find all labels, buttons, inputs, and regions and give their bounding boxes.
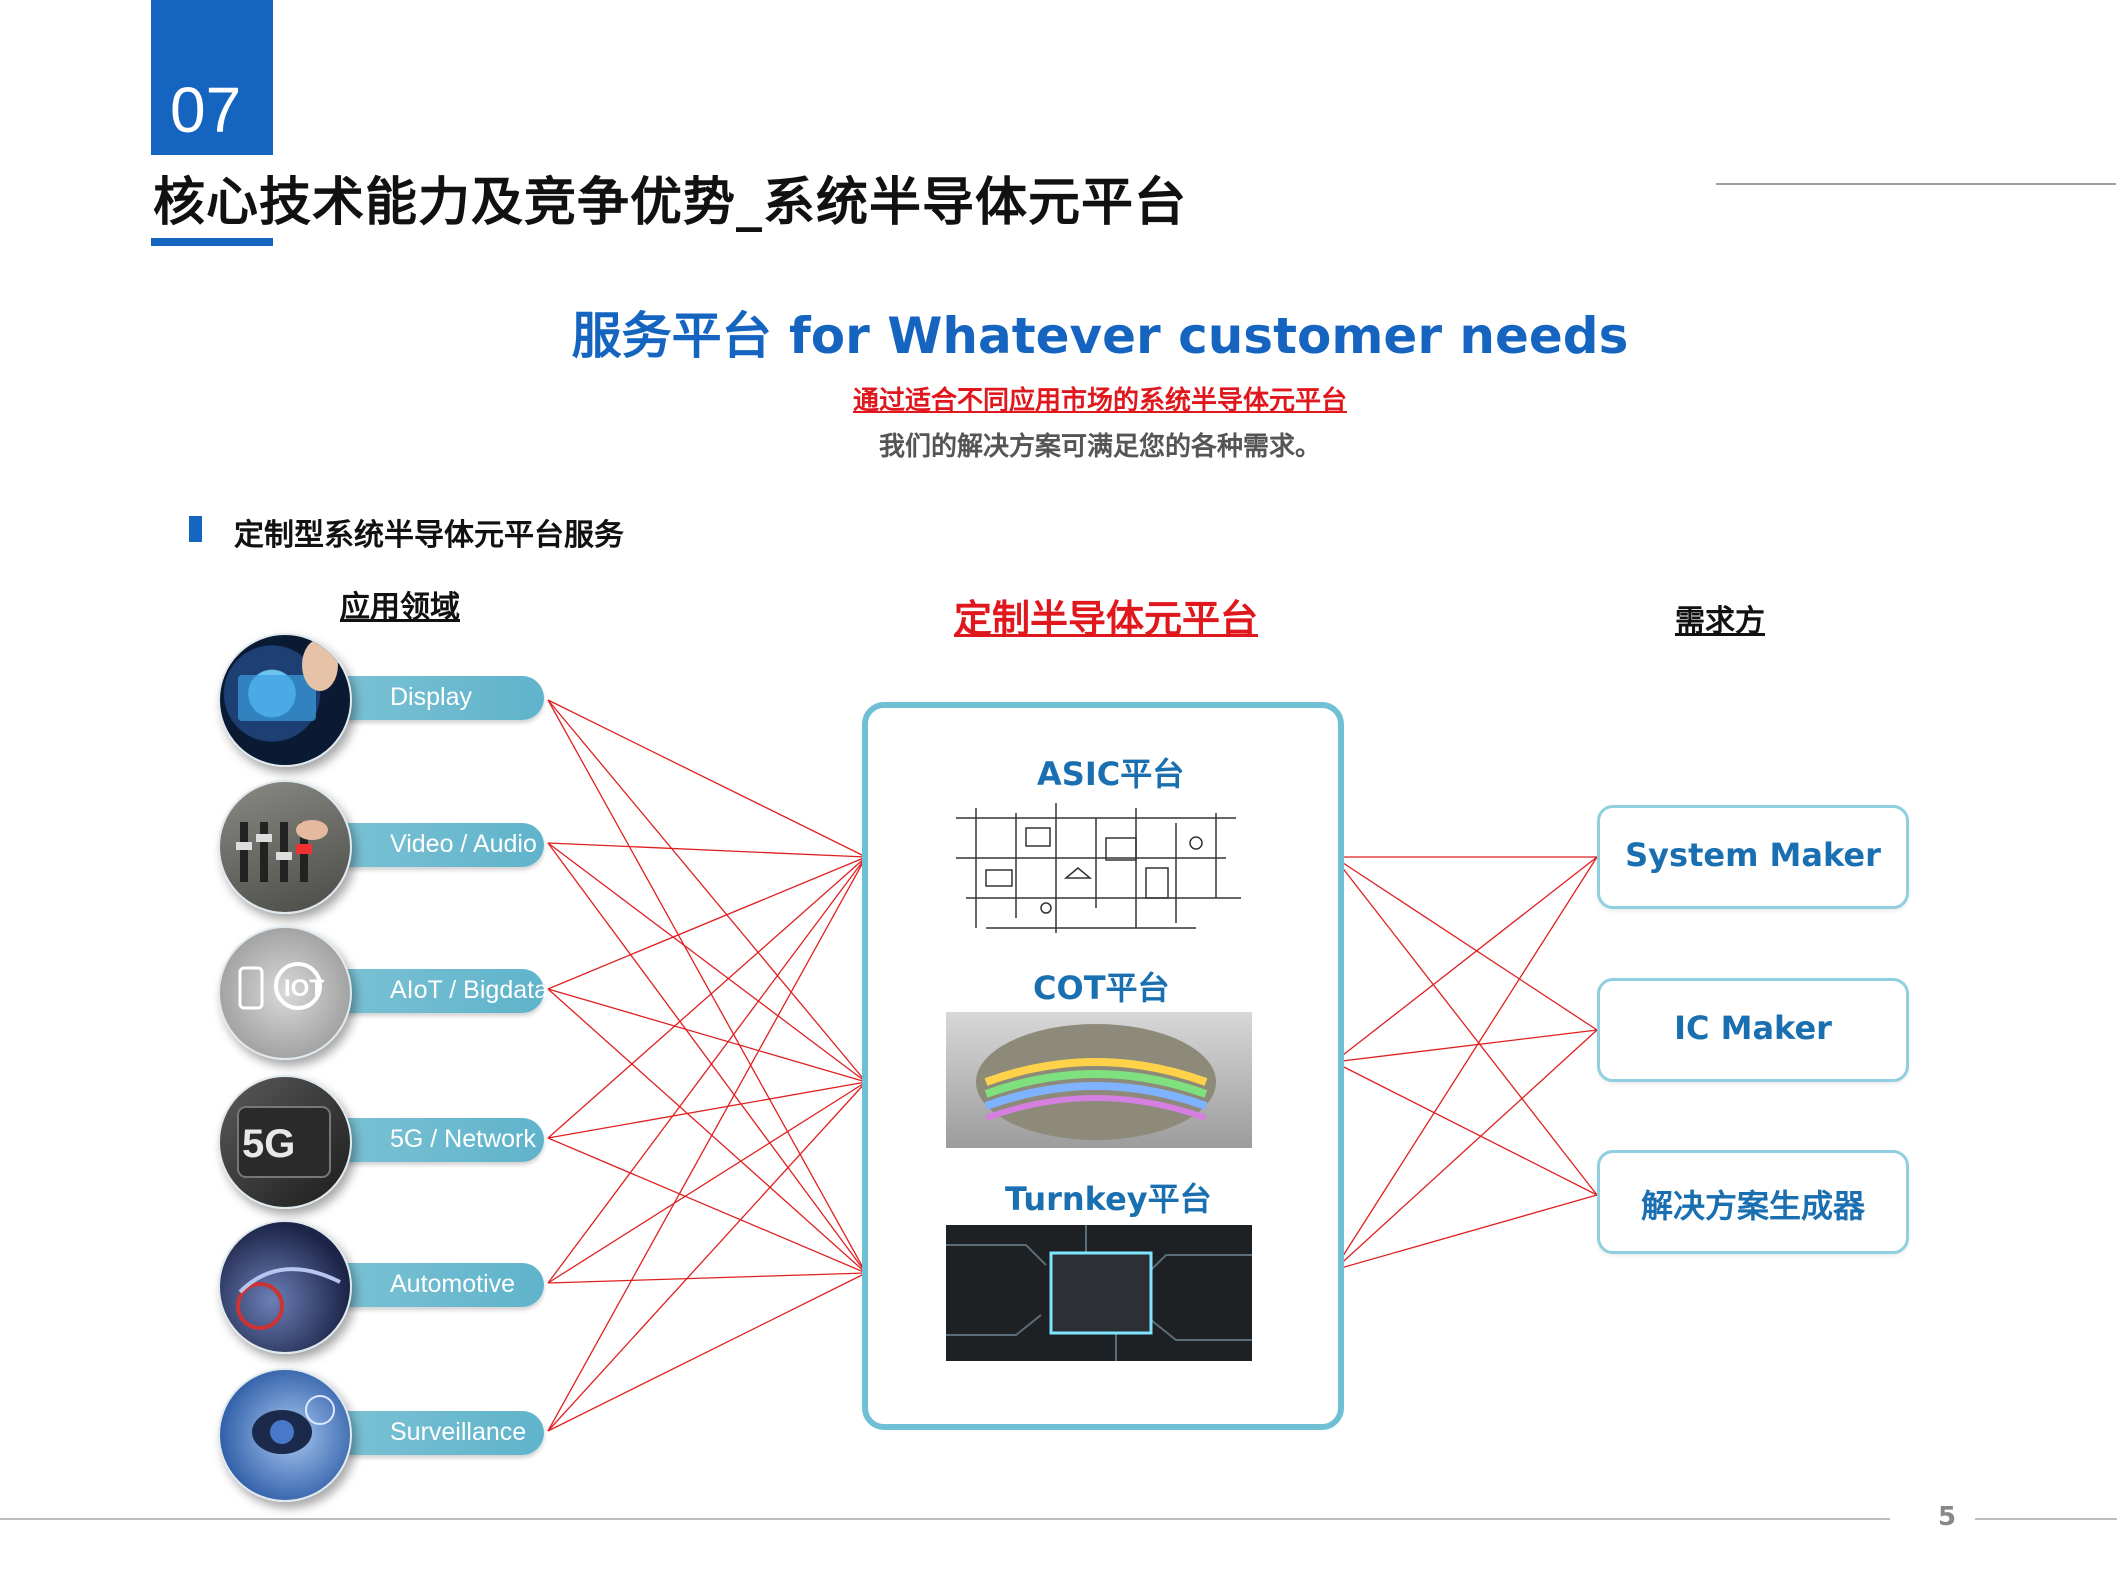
- demand-label: 解决方案生成器: [1600, 1181, 1906, 1227]
- app-item-display: Display: [214, 633, 546, 763]
- app-label: Display: [390, 683, 472, 712]
- connector-platform-to-demand: [1334, 1030, 1597, 1062]
- svg-text:5G: 5G: [242, 1122, 295, 1166]
- demand-solution-generator: 解决方案生成器: [1597, 1150, 1909, 1254]
- connector-app-to-platform: [548, 857, 866, 1431]
- connector-platform-to-demand: [1334, 1030, 1597, 1270]
- connector-platform-to-demand: [1334, 857, 1597, 1195]
- app-label: Video / Audio: [390, 830, 537, 859]
- connector-app-to-platform: [548, 857, 866, 1138]
- silicon-wafer-image: [946, 1012, 1252, 1148]
- app-item-aiot-bigdata: AIoT / Bigdata IOT: [214, 926, 546, 1056]
- platform-title-cot: COT平台: [1033, 963, 1170, 1009]
- connector-app-to-platform: [548, 843, 866, 857]
- app-label: Automotive: [390, 1270, 515, 1299]
- app-item-5g-network: 5G / Network 5G: [214, 1075, 546, 1205]
- camera-icon: [218, 1368, 352, 1502]
- connector-app-to-platform: [548, 1082, 866, 1431]
- car-icon: [218, 1220, 352, 1354]
- circuit-schematic-image: [946, 798, 1252, 934]
- demand-label: IC Maker: [1600, 1009, 1906, 1047]
- connector-app-to-platform: [548, 843, 866, 1273]
- page-number: 5: [1938, 1502, 1956, 1532]
- bottom-divider-right: [1975, 1518, 2117, 1520]
- connector-platform-to-demand: [1334, 1062, 1597, 1195]
- platform-title-turnkey: Turnkey平台: [1005, 1174, 1212, 1220]
- chip-on-board-image: [946, 1225, 1252, 1361]
- connector-app-to-platform: [548, 700, 866, 1273]
- connector-app-to-platform: [548, 989, 866, 1273]
- connector-app-to-platform: [548, 857, 866, 1283]
- 5g-chip-icon: 5G: [218, 1075, 352, 1209]
- connector-platform-to-demand: [1334, 857, 1597, 1270]
- demand-ic-maker: IC Maker: [1597, 978, 1909, 1082]
- connector-app-to-platform: [548, 700, 866, 857]
- demand-label: System Maker: [1600, 836, 1906, 874]
- connector-app-to-platform: [548, 700, 866, 1082]
- bottom-divider-left: [0, 1518, 1890, 1520]
- platform-title-asic: ASIC平台: [1037, 749, 1184, 795]
- connector-platform-to-demand: [1334, 857, 1597, 1030]
- svg-text:IOT: IOT: [284, 975, 324, 1002]
- iot-icon: IOT: [218, 926, 352, 1060]
- demand-system-maker: System Maker: [1597, 805, 1909, 909]
- touch-display-icon: [218, 633, 352, 767]
- app-label: AIoT / Bigdata: [390, 976, 548, 1005]
- connector-platform-to-demand: [1334, 857, 1597, 1062]
- connector-app-to-platform: [548, 857, 866, 989]
- app-item-surveillance: Surveillance: [214, 1368, 546, 1498]
- app-item-video-audio: Video / Audio: [214, 780, 546, 910]
- connector-app-to-platform: [548, 843, 866, 1082]
- mixing-console-icon: [218, 780, 352, 914]
- connector-app-to-platform: [548, 1273, 866, 1283]
- connector-app-to-platform: [548, 989, 866, 1082]
- connector-platform-to-demand: [1334, 1195, 1597, 1270]
- app-label: Surveillance: [390, 1418, 526, 1447]
- app-item-automotive: Automotive: [214, 1220, 546, 1350]
- app-label: 5G / Network: [390, 1125, 536, 1154]
- connector-app-to-platform: [548, 1082, 866, 1138]
- connector-app-to-platform: [548, 1273, 866, 1431]
